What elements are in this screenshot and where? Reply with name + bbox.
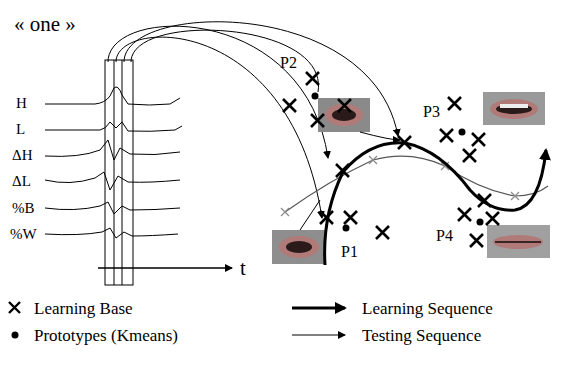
signal-name: ΔH [12, 148, 32, 163]
lip-images [272, 92, 550, 264]
time-axis [98, 267, 232, 269]
prototype-label: P3 [423, 104, 440, 120]
word-label: « one » [14, 14, 76, 35]
signal-name: L [16, 122, 25, 137]
legend-text: Prototypes (Kmeans) [34, 327, 178, 344]
prototype-label: P1 [341, 244, 358, 260]
signal-name: H [16, 96, 27, 111]
legend-text: Learning Base [34, 300, 133, 317]
signal-name: %B [12, 201, 35, 216]
prototype-dots [312, 93, 484, 232]
signal-name: ΔL [12, 174, 31, 189]
image-leaders [300, 132, 400, 230]
analysis-window [105, 60, 133, 285]
signal-name: %W [10, 227, 37, 242]
prototype-label: P2 [280, 55, 297, 71]
learning-crosses [283, 72, 499, 247]
legend-text: Testing Sequence [362, 327, 481, 344]
testing-sequence [285, 156, 548, 212]
prototype-label: P4 [436, 228, 453, 244]
learning-sequence [325, 143, 546, 265]
mapping-arcs [108, 22, 398, 218]
axis-label: t [240, 258, 246, 279]
legend-text: Learning Sequence [362, 300, 493, 317]
testing-points [281, 156, 519, 216]
